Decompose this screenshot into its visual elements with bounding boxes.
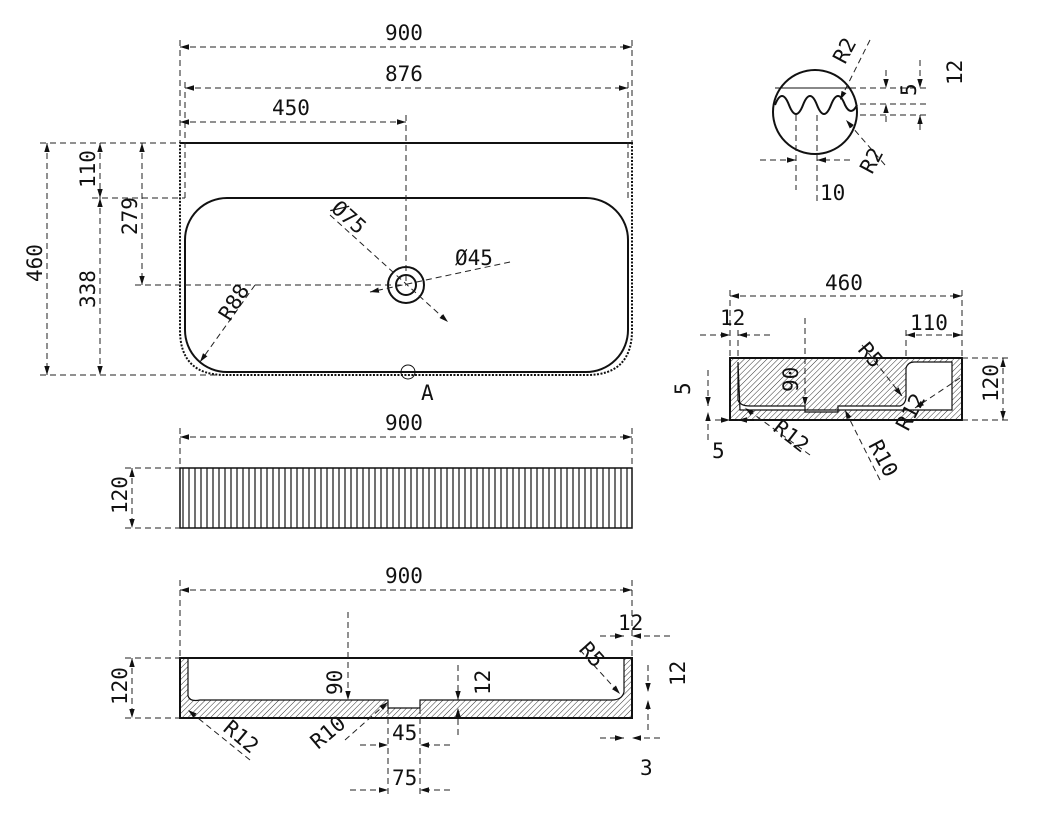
side-r12-left: R12	[769, 415, 814, 457]
side-dim-5-bottom: 5	[712, 439, 725, 463]
dim-dia-45: Ø45	[455, 246, 493, 270]
basin-outline	[179, 142, 633, 376]
long-r5: R5	[574, 637, 609, 672]
dim-r88: R88	[214, 280, 254, 325]
detail-dim-10: 10	[820, 181, 845, 205]
long-dim-12-right: 12	[666, 661, 690, 686]
long-section: 900 120 90 12 R5 12 12 R10 R12 45 75 3	[108, 564, 690, 795]
detail-dim-5: 5	[897, 83, 921, 96]
long-dim-12-mid: 12	[471, 670, 495, 695]
detail-marker	[400, 364, 416, 380]
dim-450: 450	[272, 96, 310, 120]
side-dim-90: 90	[779, 367, 803, 392]
front-view: 900 120	[108, 411, 633, 529]
long-dim-90: 90	[323, 670, 347, 695]
side-dim-460: 460	[825, 271, 863, 295]
detail-a: 5 12 R2 R2 10	[760, 34, 967, 205]
dim-876: 876	[385, 62, 423, 86]
fluted-front	[179, 467, 633, 529]
dim-dia-75: Ø75	[327, 196, 371, 239]
side-dim-110: 110	[910, 311, 948, 335]
detail-r2-bottom: R2	[855, 144, 888, 178]
long-dim-12-top: 12	[618, 611, 643, 635]
side-section: 460 12 110 R5 90 120 5 5 R12 R10 R12	[671, 271, 1010, 481]
dim-338: 338	[76, 270, 100, 308]
side-dim-120: 120	[979, 364, 1003, 402]
long-dim-75: 75	[392, 766, 417, 790]
side-dim-12: 12	[720, 306, 745, 330]
front-dim-900: 900	[385, 411, 423, 435]
top-view: A 900 876 450 460 110 338 279 Ø75 Ø45 R8…	[23, 21, 633, 405]
long-dim-900: 900	[385, 564, 423, 588]
long-dim-120: 120	[108, 667, 132, 705]
dim-460-top: 460	[23, 244, 47, 282]
dim-900-top: 900	[385, 21, 423, 45]
dim-279: 279	[118, 197, 142, 235]
long-dim-3: 3	[640, 756, 653, 780]
side-dim-5-left: 5	[671, 382, 695, 395]
detail-r2-top: R2	[828, 34, 861, 68]
long-r12: R12	[219, 715, 263, 758]
front-dim-120: 120	[108, 476, 132, 514]
long-dim-45: 45	[392, 721, 417, 745]
dim-110: 110	[76, 150, 100, 188]
detail-dim-12: 12	[943, 60, 967, 85]
detail-label: A	[421, 381, 434, 405]
